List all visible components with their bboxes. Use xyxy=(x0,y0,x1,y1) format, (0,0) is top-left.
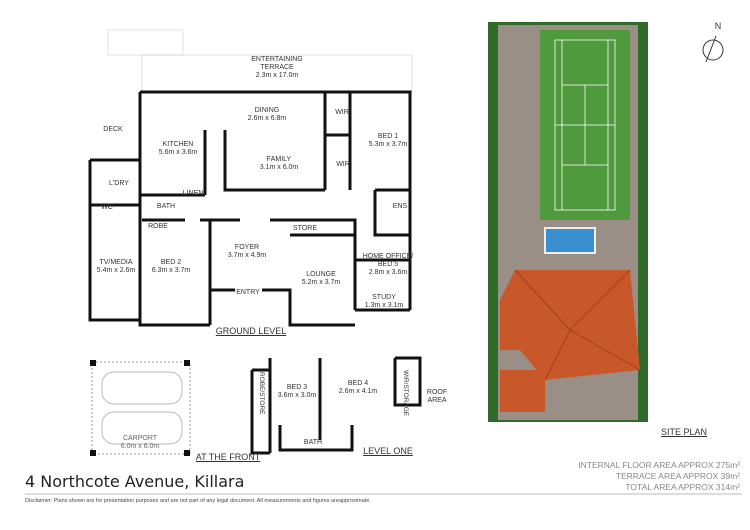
ground-level-heading: GROUND LEVEL xyxy=(215,326,287,336)
house-roof xyxy=(500,270,640,380)
wir-label: WIR xyxy=(336,161,350,168)
north-arrow xyxy=(702,35,724,63)
property-title: 4 Northcote Avenue, Killara xyxy=(25,472,245,491)
linen-label: LINEN xyxy=(182,190,204,197)
entry-label: ENTRY xyxy=(236,289,260,296)
court-lines xyxy=(554,39,616,211)
wc-label: WC xyxy=(101,204,113,211)
robe-label: ROBE xyxy=(148,223,168,230)
carport-posts xyxy=(90,360,190,456)
at-the-front-heading: AT THE FRONT xyxy=(195,452,261,462)
carport-outline xyxy=(91,361,191,455)
carport-roof xyxy=(500,370,545,412)
deck-label: DECK xyxy=(103,126,123,133)
north-label: N xyxy=(714,21,722,31)
store-label: STORE xyxy=(293,225,317,232)
internal-area: INTERNAL FLOOR AREA APPROX 275m² xyxy=(578,460,740,470)
pool xyxy=(544,227,596,254)
cars xyxy=(101,371,183,445)
wir-storage-label: WIR/STORAGE xyxy=(402,370,409,417)
disclaimer: Disclaimer: Plans shown are for presenta… xyxy=(25,498,371,504)
laundry-label: L'DRY xyxy=(109,180,129,187)
level-one-walls xyxy=(250,356,422,455)
total-area: TOTAL AREA APPROX 314m² xyxy=(625,482,740,492)
ground-level-walls xyxy=(88,90,412,327)
bath-label: BATH xyxy=(303,439,323,446)
robe-store-label: ROBE/STORE xyxy=(258,372,265,415)
site-plan-heading: SITE PLAN xyxy=(660,427,708,437)
bath-label: BATH xyxy=(156,203,176,210)
site-plan xyxy=(488,22,648,422)
terrace-area: TERRACE AREA APPROX 39m² xyxy=(615,471,740,481)
ensuite-label: ENS xyxy=(392,203,408,210)
wir-label: WIR xyxy=(335,109,349,116)
level-one-heading: LEVEL ONE xyxy=(363,446,413,456)
